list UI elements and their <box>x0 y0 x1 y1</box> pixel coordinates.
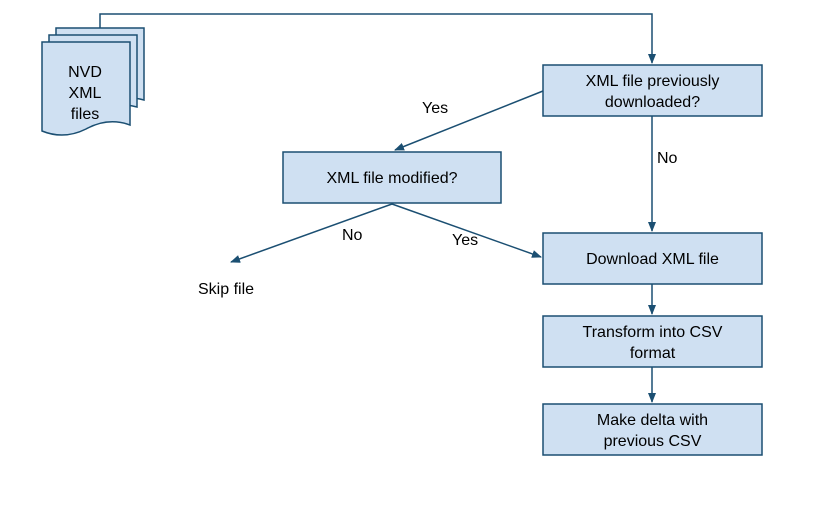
previously-downloaded-line2: downloaded? <box>605 94 700 111</box>
edge-yes-to-download <box>391 203 542 258</box>
edge-yes-to-modified <box>394 90 544 151</box>
transform-box <box>542 315 763 368</box>
label-yes-to-modified: Yes <box>422 100 448 117</box>
previously-downloaded-line1: XML file previously <box>586 73 720 90</box>
previously-downloaded-box <box>542 64 763 117</box>
node-download: Download XML file <box>542 232 763 285</box>
edge-no-to-skip <box>230 203 393 263</box>
nvd-xml-files-document-stack: NVD XML files <box>41 27 145 136</box>
transform-line2: format <box>630 345 676 362</box>
node-transform: Transform into CSV format <box>542 315 763 368</box>
edge-doc-to-previously-downloaded <box>99 13 656 64</box>
label-no-to-skip: No <box>342 227 363 244</box>
document-sheet-front <box>41 41 131 136</box>
label-yes-to-download: Yes <box>452 232 478 249</box>
modified-box <box>282 151 502 204</box>
transform-line1: Transform into CSV <box>583 324 723 341</box>
delta-box <box>542 403 763 456</box>
skip-file-label: Skip file <box>198 281 254 298</box>
node-previously-downloaded: XML file previously downloaded? <box>542 64 763 117</box>
download-line1: Download XML file <box>586 251 719 268</box>
node-delta: Make delta with previous CSV <box>542 403 763 456</box>
node-modified: XML file modified? <box>282 151 502 204</box>
doc-label-line3: files <box>71 106 99 123</box>
doc-label-line1: NVD <box>68 64 102 81</box>
delta-line2: previous CSV <box>604 433 702 450</box>
label-no-to-download: No <box>657 150 678 167</box>
modified-line1: XML file modified? <box>326 170 457 187</box>
doc-label-line2: XML <box>69 85 102 102</box>
delta-line1: Make delta with <box>597 412 708 429</box>
